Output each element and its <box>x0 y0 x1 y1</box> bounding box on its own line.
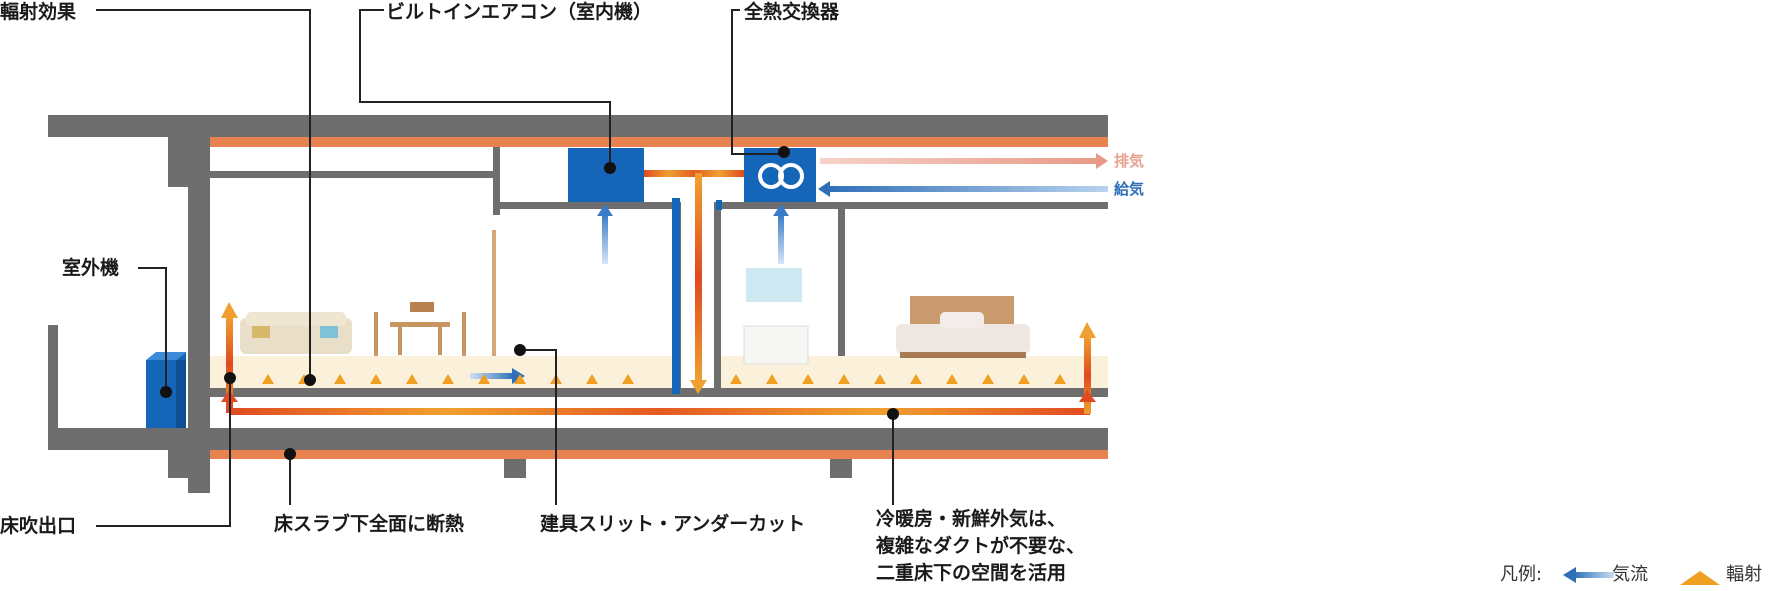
radiation-mark <box>406 374 418 384</box>
leader-lines <box>96 9 894 527</box>
label-radiation-effect: 輻射効果 <box>0 1 77 23</box>
label-outdoor-unit: 室外機 <box>62 257 120 279</box>
down-warm-duct <box>695 173 702 383</box>
radiation-mark <box>262 374 274 384</box>
underfloor-note: 冷暖房・新鮮外気は、 複雑なダクトが不要な、 二重床下の空間を活用 <box>876 506 1085 587</box>
label-erv: 全熱交換器 <box>744 1 840 23</box>
radiation-mark <box>514 374 526 384</box>
radiation-mark <box>766 374 778 384</box>
left-riser <box>226 316 233 412</box>
radiation-mark <box>874 374 886 384</box>
left-riser-arrow <box>221 302 238 318</box>
radiation-mark <box>622 374 634 384</box>
label-floor-outlet: 床吹出口 <box>0 515 77 537</box>
radiation-mark <box>838 374 850 384</box>
living-furniture <box>240 230 496 356</box>
underfloor-warm-duct <box>230 408 1090 415</box>
right-riser-arrow <box>1079 322 1096 338</box>
note-line-1: 冷暖房・新鮮外気は、 <box>876 508 1067 530</box>
ceiling-warm-duct <box>644 170 744 177</box>
leader-erv <box>731 9 780 155</box>
legend-prefix: 凡例: <box>1500 564 1543 585</box>
ground-slab <box>48 428 1108 450</box>
note-line-3: 二重床下の空間を活用 <box>876 562 1067 584</box>
radiation-mark <box>802 374 814 384</box>
washroom-furniture <box>743 268 809 365</box>
note-line-2: 複雑なダクトが不要な、 <box>876 535 1086 557</box>
ac-intake-arrow <box>602 214 608 264</box>
slab-insulation-layer <box>210 450 1108 459</box>
raised-floor <box>210 388 1108 397</box>
erv-unit <box>744 148 816 202</box>
dining-table-icon <box>390 322 450 327</box>
label-exhaust: 排気 <box>1114 152 1145 170</box>
ac-duct-outline <box>672 198 680 394</box>
label-door-slit: 建具スリット・アンダーカット <box>540 513 806 535</box>
airflow-arrows <box>470 153 1108 384</box>
exhaust-arrow <box>820 158 1098 164</box>
duct-lines <box>672 198 722 394</box>
right-riser <box>1084 336 1091 414</box>
chair-icon <box>374 312 378 356</box>
leader-outdoor <box>138 267 167 392</box>
radiation-mark <box>946 374 958 384</box>
erv-fan-icon-2 <box>778 163 804 189</box>
ceiling-line <box>210 171 500 178</box>
bath-partition <box>838 209 845 396</box>
exterior-wall <box>188 137 210 493</box>
slit-flow-arrow <box>470 373 514 379</box>
roof-slab <box>48 115 1108 137</box>
radiation-mark <box>442 374 454 384</box>
lower-exterior-wall <box>48 325 58 440</box>
leader-ac <box>359 9 611 168</box>
radiation-mark <box>910 374 922 384</box>
radiation-mark <box>334 374 346 384</box>
down-warm-arrow <box>690 380 707 394</box>
label-supply: 給気 <box>1114 180 1145 198</box>
leader-dots <box>160 146 899 460</box>
insulation-layers <box>210 137 1108 459</box>
radiation-mark <box>586 374 598 384</box>
ceiling-partition-stub <box>493 145 500 215</box>
label-slab-insulation: 床スラブ下全面に断熱 <box>274 513 465 535</box>
radiation-mark <box>1054 374 1066 384</box>
door-panel <box>492 230 496 356</box>
radiation-mark <box>370 374 382 384</box>
bedroom-furniture <box>896 296 1030 358</box>
shaft-wall-right <box>714 202 721 396</box>
leader-slit <box>520 349 557 505</box>
legend: 凡例: 気流 輻射 <box>1500 560 1762 586</box>
radiation-mark <box>730 374 742 384</box>
radiation-mark <box>478 374 490 384</box>
dropped-ceiling-right <box>714 202 1108 209</box>
roof-insulation <box>210 137 1108 147</box>
leader-floor-outlet <box>96 378 231 527</box>
radiation-mark <box>982 374 994 384</box>
leader-radiation <box>96 9 311 380</box>
builtin-ac-unit <box>568 148 644 202</box>
erv-intake-arrow <box>778 214 784 264</box>
supply-arrow <box>826 186 1108 192</box>
legend-radiation: 輻射 <box>1726 564 1763 585</box>
legend-swatches <box>1563 567 1720 585</box>
legend-airflow: 気流 <box>1612 564 1649 585</box>
dropped-ceiling <box>500 202 680 209</box>
mirror-icon <box>746 268 802 302</box>
radiation-mark <box>1018 374 1030 384</box>
erv-duct-outline <box>716 200 722 210</box>
right-floor-arrow <box>1079 390 1096 402</box>
warm-air-path <box>221 170 1096 415</box>
slab-beam-left <box>168 450 210 478</box>
vanity-icon <box>743 325 809 365</box>
label-builtin-ac: ビルトインエアコン（室内機） <box>386 1 653 23</box>
